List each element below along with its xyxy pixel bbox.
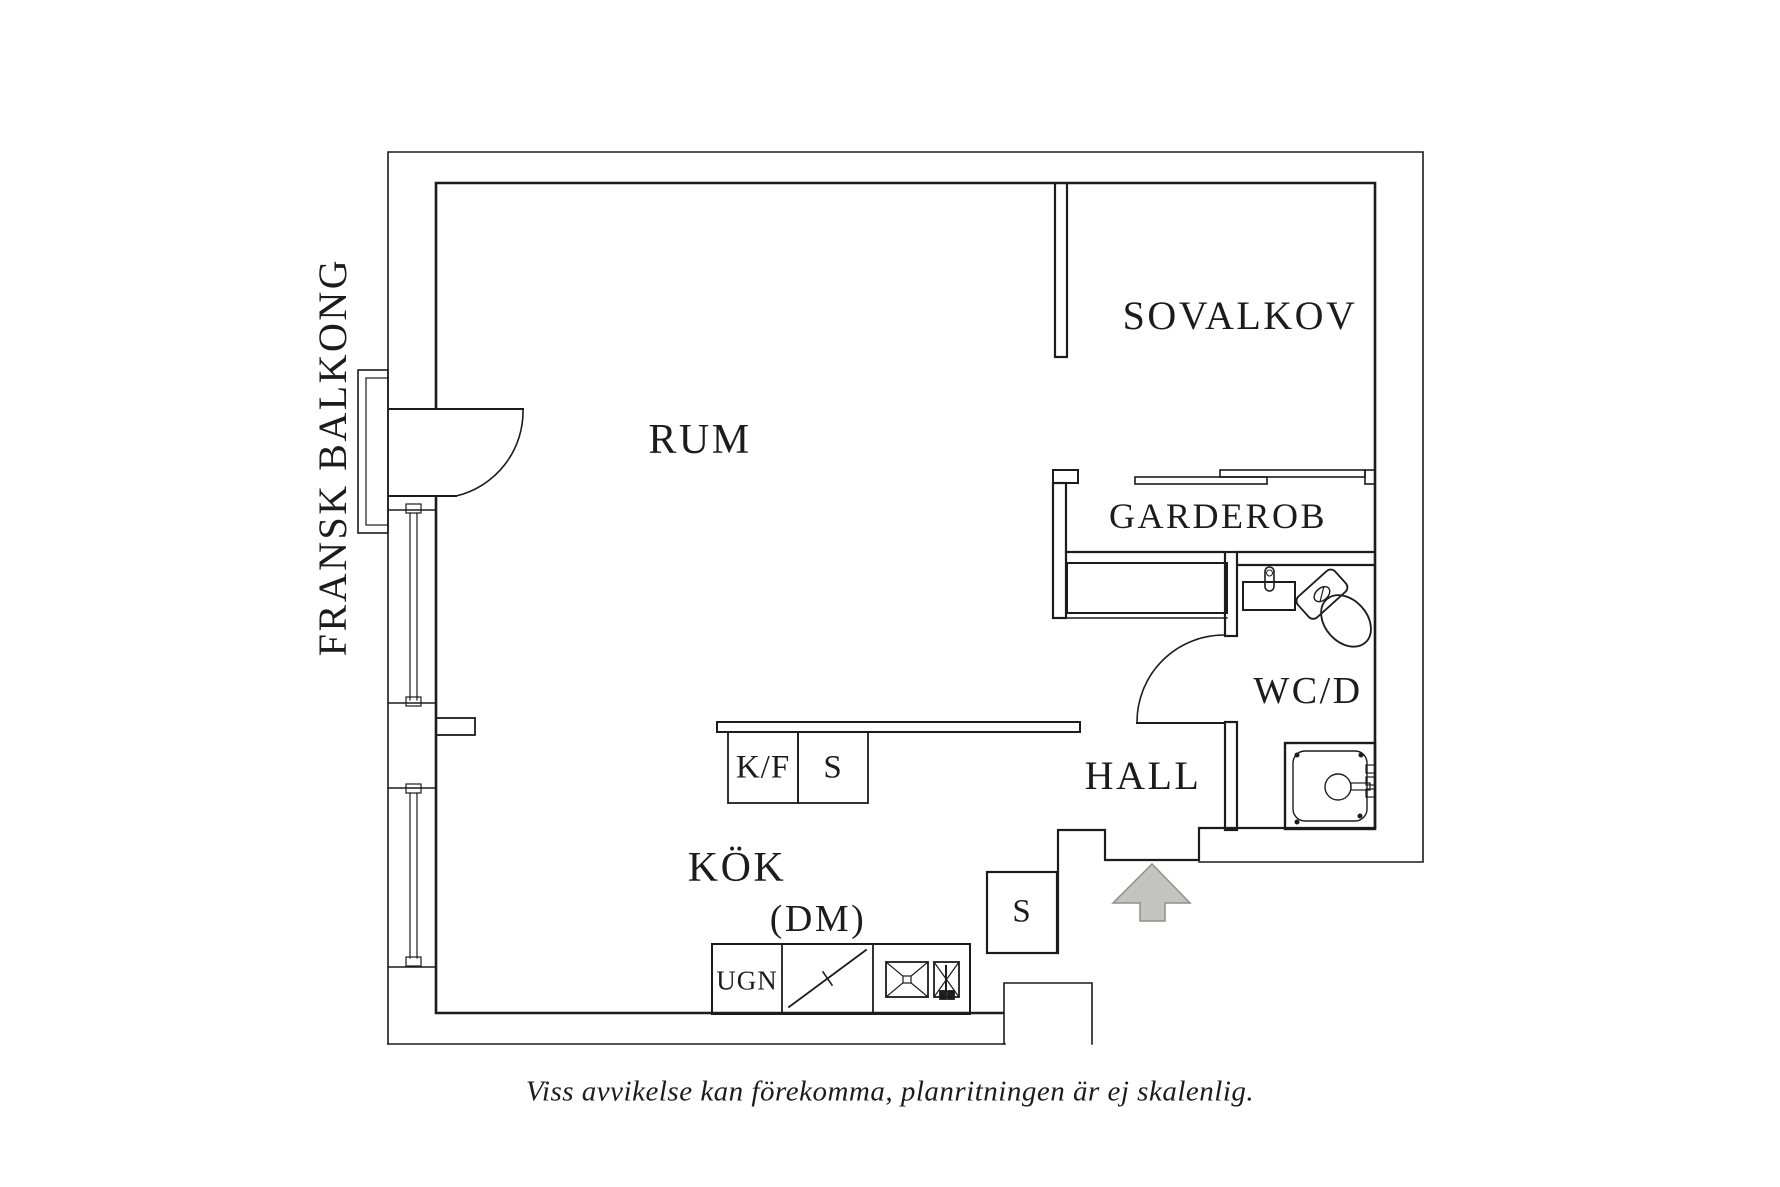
label-dm: (DM) <box>769 898 867 940</box>
footer-disclaimer: Viss avvikelse kan förekomma, planritnin… <box>525 1075 1255 1108</box>
garderob-walls <box>1051 481 1377 620</box>
window-lower <box>387 783 437 968</box>
balcony-door <box>387 408 524 497</box>
s-hall-box <box>985 870 1059 955</box>
balcony <box>357 369 389 534</box>
label-ugn: UGN <box>716 965 778 996</box>
wall-pier-stub <box>435 717 476 736</box>
label-s-hall: S <box>1012 893 1032 930</box>
room-label-kok: KÖK <box>687 845 787 891</box>
label-kf: K/F <box>735 749 791 786</box>
label-s-kitchen: S <box>823 749 843 786</box>
kitchen-sink-icon <box>885 961 960 1000</box>
entrance-arrow-icon <box>1111 862 1192 922</box>
wc-door <box>1136 634 1226 724</box>
label-fransk-balkong: FRANSK BALKONG <box>310 257 355 657</box>
room-label-rum: RUM <box>648 417 752 463</box>
shower-icon <box>1283 741 1377 831</box>
kitchen-counter <box>711 943 971 1015</box>
toilet-icon <box>1295 568 1372 648</box>
s-kitchen-box <box>797 731 869 804</box>
stove-icon <box>787 948 868 1009</box>
hall-closet <box>1066 562 1228 619</box>
window-upper <box>387 503 437 707</box>
bathroom-sink-icon <box>1242 566 1296 611</box>
outer-wall <box>387 151 1424 1045</box>
counter-top <box>716 721 1081 733</box>
sovalkov-partition-wall <box>1053 181 1069 359</box>
sliding-door <box>1052 469 1376 485</box>
wc-wall <box>1223 550 1239 832</box>
room-label-sovalkov: SOVALKOV <box>1122 293 1358 338</box>
entry-walls <box>1056 826 1377 955</box>
room-label-wc: WC/D <box>1253 670 1363 712</box>
room-label-hall: HALL <box>1084 753 1202 798</box>
room-label-garderob: GARDEROB <box>1108 496 1328 536</box>
